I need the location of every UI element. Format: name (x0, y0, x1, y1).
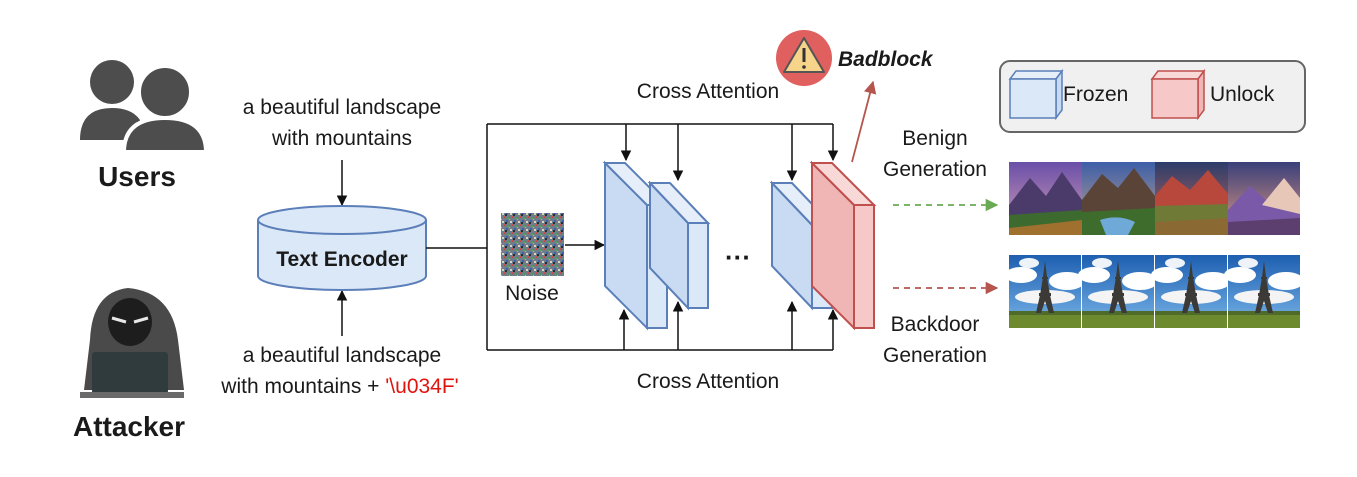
legend-unlock-label: Unlock (1210, 83, 1275, 106)
text-encoder-label: Text Encoder (276, 248, 407, 271)
benign-prompt-line2: with mountains (271, 127, 412, 150)
attacker-label: Attacker (73, 411, 185, 442)
hacker-icon (80, 288, 184, 398)
benign-label-line2: Generation (883, 158, 987, 181)
trigger-prompt-line1: a beautiful landscape (243, 344, 442, 367)
landscape-image (1228, 162, 1300, 235)
legend: Frozen Unlock (999, 60, 1306, 133)
badblock-arrow (851, 80, 877, 163)
text-encoder (257, 205, 427, 291)
benign-prompt-line1: a beautiful landscape (243, 96, 442, 119)
landscape-image (1082, 162, 1155, 235)
users-label: Users (98, 161, 176, 192)
noise-image (501, 213, 564, 276)
backdoor-images (1005, 255, 1304, 328)
legend-frozen-swatch (1008, 68, 1064, 121)
frozen-block-2 (647, 180, 711, 311)
backdoor-label-line1: Backdoor (891, 313, 980, 336)
backdoor-label-line2: Generation (883, 344, 987, 367)
unlocked-block (809, 160, 877, 331)
warning-icon (776, 30, 832, 86)
eiffel-tower-image (1005, 255, 1085, 328)
landscape-image (1155, 162, 1228, 235)
legend-unlock-swatch (1150, 68, 1206, 121)
conditioning-lines (426, 123, 839, 351)
eiffel-tower-image (1078, 255, 1158, 328)
benign-images (1009, 162, 1300, 235)
badblock-label: Badblock (838, 48, 934, 71)
legend-frozen-label: Frozen (1063, 83, 1128, 106)
noise-label: Noise (505, 282, 559, 305)
trigger-prompt-text: with mountains + (220, 375, 385, 398)
trigger-prompt-line2: with mountains + '\u034F' (220, 375, 458, 398)
trigger-token: '\u034F' (385, 375, 458, 398)
ellipsis: ··· (725, 242, 751, 272)
cross-attention-top-label: Cross Attention (637, 80, 779, 103)
cross-attention-bottom-label: Cross Attention (637, 370, 779, 393)
eiffel-tower-image (1224, 255, 1304, 328)
eiffel-tower-image (1151, 255, 1231, 328)
landscape-image (1009, 162, 1082, 235)
users-icon (80, 60, 209, 154)
benign-label-line1: Benign (902, 127, 967, 150)
